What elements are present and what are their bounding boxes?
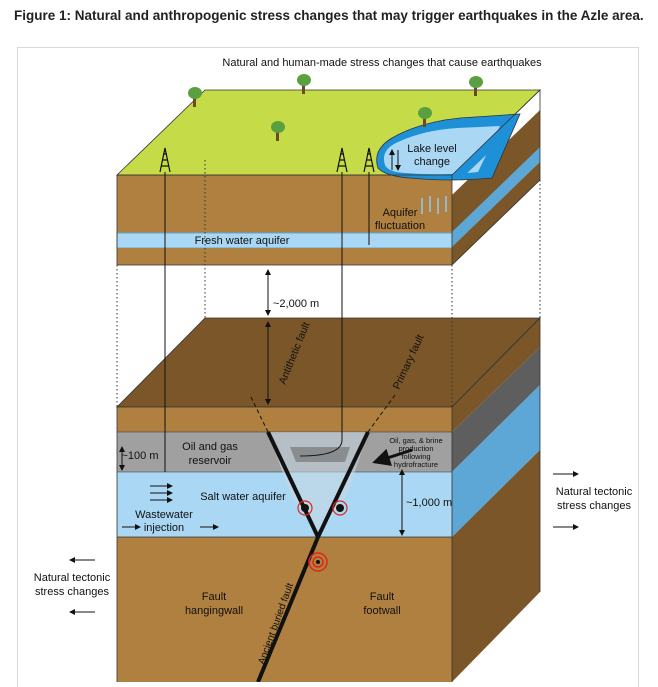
fresh-water-aquifer-label: Fresh water aquifer — [195, 235, 290, 247]
hangingwall-label: Fault — [202, 591, 226, 603]
aquifer-fluctuation-label: Aquifer — [383, 207, 418, 219]
tectonic-stress-right-label-2: stress changes — [557, 500, 631, 512]
lower-block — [117, 318, 540, 682]
tectonic-stress-right-label: Natural tectonic — [556, 486, 633, 498]
tectonic-stress-left-label-2: stress changes — [35, 586, 109, 598]
upper-lower-soil-layer — [117, 248, 452, 265]
diagram-title: Natural and human-made stress changes th… — [222, 57, 542, 69]
wastewater-injection-label: Wastewater — [135, 509, 193, 521]
lake-level-label: Lake level — [407, 143, 457, 155]
aquifer-fluctuation-label-2: fluctuation — [375, 220, 425, 232]
overburden-layer — [117, 407, 452, 432]
footwall-label: Fault — [370, 591, 394, 603]
depth-100-label: ~100 m — [122, 450, 159, 462]
production-label-4: hydrofracture — [394, 460, 438, 469]
oil-gas-reservoir-label-2: reservoir — [189, 455, 232, 467]
depth-2000-label: ~2,000 m — [273, 298, 319, 310]
depth-1000-label: ~1,000 m — [406, 497, 452, 509]
footwall-label-2: footwall — [363, 605, 400, 617]
oil-gas-reservoir-label: Oil and gas — [182, 441, 238, 453]
salt-water-aquifer-label: Salt water aquifer — [200, 491, 286, 503]
lake-level-label-2: change — [414, 156, 450, 168]
tectonic-stress-left-label: Natural tectonic — [34, 572, 111, 584]
upper-block — [117, 90, 540, 265]
hangingwall-label-2: hangingwall — [185, 605, 243, 617]
wastewater-injection-label-2: injection — [144, 522, 184, 534]
